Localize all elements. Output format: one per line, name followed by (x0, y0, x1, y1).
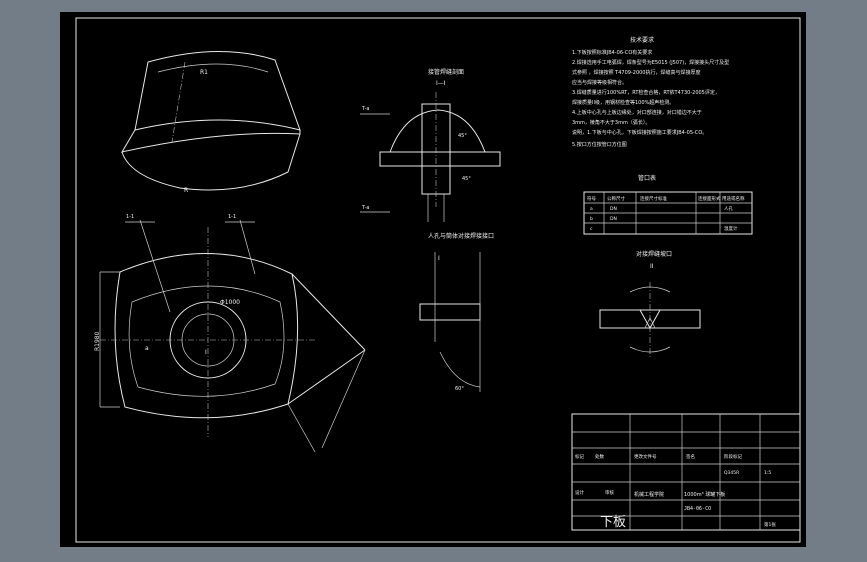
shell-segment-3d: R1 R (120, 51, 301, 194)
svg-text:标记: 标记 (575, 453, 584, 460)
svg-text:公称尺寸: 公称尺寸 (607, 195, 625, 202)
svg-text:DN: DN (610, 206, 617, 212)
svg-text:b: b (590, 216, 593, 222)
svg-text:焊接质量II级，用钢材检查等100%超声检测。: 焊接质量II级，用钢材检查等100%超声检测。 (572, 99, 674, 106)
plan-label-left: 1-1 (126, 214, 134, 220)
svg-text:设计: 设计 (575, 489, 584, 496)
svg-text:2.焊接选用手工电弧焊，焊条型号为E5015 (J507)，: 2.焊接选用手工电弧焊，焊条型号为E5015 (J507)，焊接接头尺寸及型 (572, 59, 729, 66)
svg-text:a: a (590, 207, 593, 212)
svg-text:5.按口方位按管口方位图: 5.按口方位按管口方位图 (572, 141, 627, 148)
svg-text:符号: 符号 (587, 195, 596, 202)
drawing-frame (75, 17, 801, 543)
plan-label-right: 1-1 (228, 214, 236, 220)
svg-text:Q345R: Q345R (724, 470, 739, 476)
svg-text:DN: DN (610, 216, 617, 222)
svg-text:机械工程学院: 机械工程学院 (634, 491, 664, 498)
svg-text:人孔: 人孔 (724, 205, 733, 212)
nozzle-table: 管口表 符号 公称尺寸 连接尺寸标准 连接面形式 用途或名称 a DN 人孔 b… (583, 174, 753, 235)
svg-text:1000m³ 球罐下板: 1000m³ 球罐下板 (684, 491, 725, 498)
cad-drawing: R1 R 1-1 1-1 Φ1000 a I R1980 接管焊缝剖面 I—I (75, 17, 801, 543)
svg-text:更改文件号: 更改文件号 (634, 453, 657, 460)
svg-text:R: R (184, 187, 188, 194)
title-block: 标记 处数 更改文件号 签名 设计 审核 机械工程学院 下板 1000m³ 球罐… (571, 413, 801, 531)
side-dim: R1980 (94, 331, 101, 351)
svg-text:连接尺寸标准: 连接尺寸标准 (640, 195, 667, 202)
svg-text:第1张: 第1张 (764, 521, 776, 528)
weld-detail-title: 对接焊缝坡口 (636, 250, 672, 258)
technical-notes: 技术要求 1.下板按照标准JB4-06-CO有关要求 2.焊接选用手工电弧焊，焊… (572, 36, 729, 148)
svg-text:应当与焊接等级相符合。: 应当与焊接等级相符合。 (572, 79, 627, 86)
drawing-number: JB4-06-CO (684, 506, 711, 512)
drawing-sheet: R1 R 1-1 1-1 Φ1000 a I R1980 接管焊缝剖面 I—I (60, 12, 806, 547)
drawing-name: 下板 (600, 515, 626, 530)
svg-text:用途或名称: 用途或名称 (722, 195, 745, 202)
svg-text:式参照 ，焊接按照 T4709-2000执行，焊缝高与焊接厚: 式参照 ，焊接按照 T4709-2000执行，焊缝高与焊接厚度 (572, 69, 701, 76)
svg-text:接管焊缝剖面: 接管焊缝剖面 (428, 68, 464, 76)
joint-detail: 人孔与筒体对接焊接接口 I 60° (419, 232, 494, 392)
section-detail: 接管焊缝剖面 I—I T-a T-a 45° 45° (360, 68, 501, 222)
svg-text:签名: 签名 (686, 453, 695, 460)
svg-text:说明，1.下板与中心孔，下板焊接按照施工要求JB4-05-C: 说明，1.下板与中心孔，下板焊接按照施工要求JB4-05-CO。 (572, 129, 707, 136)
arc-dim-label: R1 (200, 69, 208, 76)
svg-text:连接面形式: 连接面形式 (698, 195, 721, 202)
plan-view: 1-1 1-1 Φ1000 a I R1980 (94, 214, 366, 453)
svg-text:1.下板按照标准JB4-06-CO有关要求: 1.下板按照标准JB4-06-CO有关要求 (572, 49, 652, 56)
svg-text:处数: 处数 (595, 453, 604, 460)
svg-text:1:5: 1:5 (764, 470, 771, 476)
weld-groove-detail: 对接焊缝坡口 II (599, 250, 701, 357)
svg-text:T-a: T-a (361, 106, 369, 112)
nozzle-table-title: 管口表 (638, 174, 656, 182)
svg-text:45°: 45° (458, 133, 467, 139)
svg-text:阶段标记: 阶段标记 (724, 453, 742, 460)
notes-title: 技术要求 (630, 36, 654, 44)
svg-text:温度计: 温度计 (724, 225, 738, 232)
svg-text:T-a: T-a (361, 205, 369, 211)
section-title: I—I (436, 80, 446, 87)
joint-detail-label: I (438, 255, 440, 262)
svg-text:3.焊缝质量进行100%RT，RT检查合格，RT依T4730: 3.焊缝质量进行100%RT，RT检查合格，RT依T4730-2005评定， (572, 89, 720, 96)
svg-text:45°: 45° (462, 176, 471, 182)
svg-text:审核: 审核 (605, 489, 614, 496)
center-label: I (205, 349, 207, 356)
diameter-dim: Φ1000 (220, 299, 240, 306)
detail-angle: 60° (455, 386, 464, 392)
weld-detail-label: II (650, 263, 654, 270)
joint-detail-title: 人孔与筒体对接焊接接口 (428, 232, 494, 240)
svg-text:3mm，棱角不大于3mm（弧长）。: 3mm，棱角不大于3mm（弧长）。 (572, 119, 650, 126)
svg-text:a: a (145, 345, 149, 352)
svg-text:c: c (590, 227, 593, 232)
svg-text:4.上板中心孔与上板边缘处，对口部连接，对口错边不大于: 4.上板中心孔与上板边缘处，对口部连接，对口错边不大于 (572, 109, 702, 116)
